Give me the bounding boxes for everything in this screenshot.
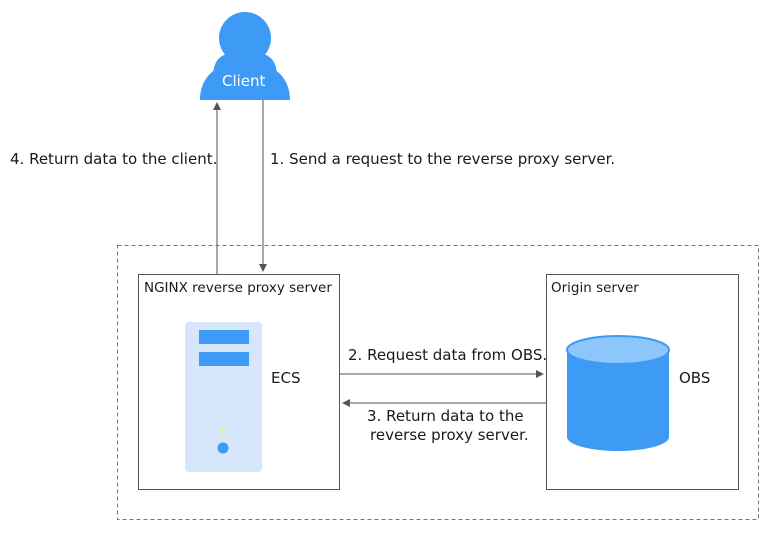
database-icon [566,335,670,451]
server-icon [185,322,262,472]
obs-label: OBS [679,369,711,387]
client-label: Client [222,72,266,90]
system-boundary [117,245,759,520]
step-3-label-line2: reverse proxy server. [370,426,529,444]
origin-box-title: Origin server [551,280,639,296]
proxy-box-title: NGINX reverse proxy server [144,280,332,296]
user-icon [200,12,290,100]
step-4-label: 4. Return data to the client. [10,150,218,168]
step-2-label: 2. Request data from OBS. [348,346,548,364]
step-1-label: 1. Send a request to the reverse proxy s… [270,150,616,168]
step-3-label-line1: 3. Return data to the [367,407,524,425]
ecs-label: ECS [271,369,301,387]
